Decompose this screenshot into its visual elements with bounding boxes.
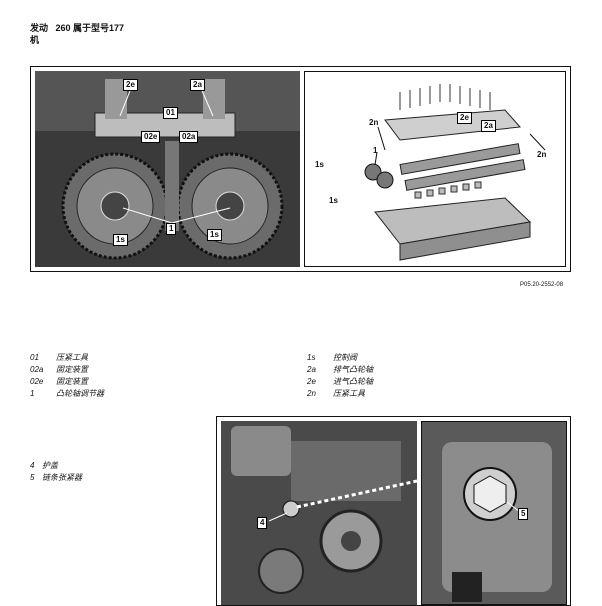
diagram-label-2n-top: 2n [369, 118, 379, 127]
diagram-label-2a: 2a [481, 120, 496, 132]
header-title: 发动 260 属于型号177 [30, 23, 124, 34]
label-02e: 02e [141, 131, 161, 143]
label-2a: 2a [190, 79, 205, 91]
timing-chain-illustration [35, 71, 300, 267]
figure-reference: P05.20-2552-08 [520, 282, 564, 288]
label-2e: 2e [123, 79, 138, 91]
diagram-label-1s-bottom: 1s [329, 196, 338, 205]
diagram-label-2n-right: 2n [537, 150, 547, 159]
diagram-label-1: 1 [373, 146, 378, 155]
figure-2: 4 5 [216, 416, 571, 606]
timing-chain-photo: 2e 2a 01 02e 02a 1 1s 1s [35, 71, 300, 267]
diagram-label-2e: 2e [457, 112, 472, 124]
figure-1: 2e 2a 01 02e 02a 1 1s 1s [30, 66, 571, 272]
label-1s-right: 1s [207, 229, 222, 241]
exploded-diagram: 2n 2e 2a 1 1s 1s 2n [304, 71, 566, 267]
label-01: 01 [163, 107, 178, 119]
tensioner-closeup-photo: 5 [421, 421, 567, 605]
header-model: 260 属于型号177 [55, 23, 125, 33]
header-line2: 机 [30, 35, 40, 45]
engine-front-illustration [221, 421, 417, 605]
cylinder-head-exploded-illustration [364, 84, 546, 261]
diagram-label-1s-top: 1s [315, 160, 324, 169]
chain-tensioner-illustration [422, 422, 566, 604]
label-4: 4 [257, 517, 268, 529]
label-1: 1 [166, 223, 177, 235]
header-word: 发动 [30, 23, 49, 33]
label-5: 5 [518, 508, 529, 520]
engine-front-photo: 4 [221, 421, 417, 605]
label-1s-left: 1s [113, 234, 128, 246]
label-02a: 02a [179, 131, 199, 143]
